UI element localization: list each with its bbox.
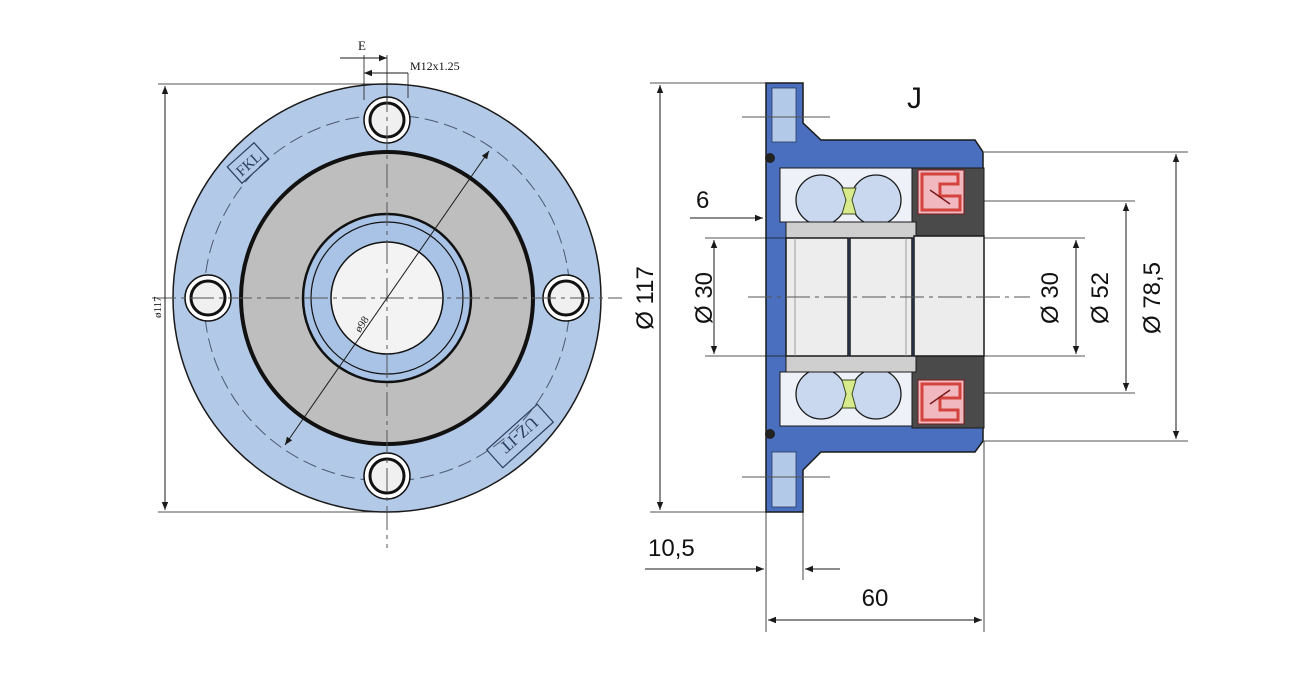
inner-sleeve-bottom-lip <box>785 355 917 373</box>
flange-face-top <box>771 87 797 143</box>
ball-top-left <box>795 174 847 226</box>
flange-face-bottom <box>771 451 797 508</box>
d52-label: Ø 52 <box>1087 272 1114 324</box>
ball-bottom-left <box>795 368 847 420</box>
ball-top-right <box>850 174 902 226</box>
ball-bottom-right <box>850 368 902 420</box>
o-ring-bottom <box>765 429 775 439</box>
seal-bottom <box>917 379 965 425</box>
cage-top <box>841 187 857 215</box>
d30l-label: Ø 30 <box>691 272 718 324</box>
o-ring-top <box>765 153 775 163</box>
front-view: ø98 ø117 E M12x1.25 FKL UZ-IT <box>152 38 622 548</box>
cage-bottom <box>841 379 857 409</box>
side-view: J Ø 117 6 Ø 30 Ø 30 Ø 52 Ø 78,5 <box>632 82 1188 632</box>
pcd-dimension-line <box>284 150 490 446</box>
d117-label: Ø 117 <box>632 266 659 330</box>
d785-label: Ø 78,5 <box>1139 262 1166 334</box>
seal-top <box>917 169 965 215</box>
bolt-hole-right <box>542 274 590 322</box>
e-label: E <box>358 38 366 53</box>
d105-label: 10,5 <box>648 535 695 562</box>
view-label: J <box>907 82 922 115</box>
outer-dia-label: ø117 <box>152 296 164 318</box>
thread-label: M12x1.25 <box>410 59 460 73</box>
inner-sleeve-top-lip <box>785 221 917 239</box>
dim6-label: 6 <box>696 187 709 214</box>
end-sleeve <box>913 235 985 357</box>
d30r-label: Ø 30 <box>1037 272 1064 324</box>
d60-label: 60 <box>862 585 889 612</box>
